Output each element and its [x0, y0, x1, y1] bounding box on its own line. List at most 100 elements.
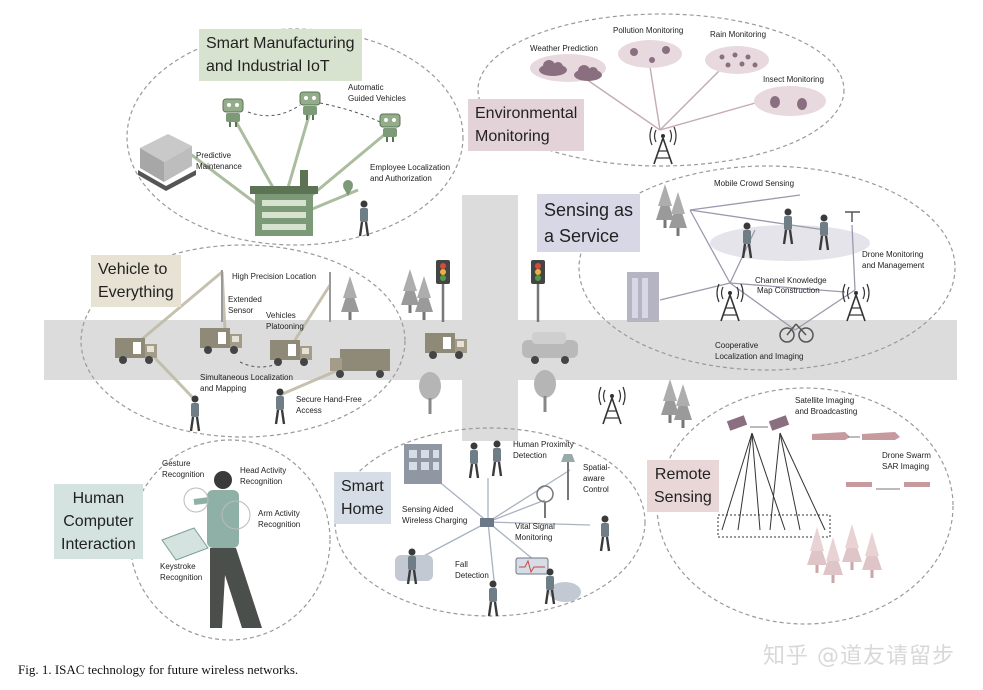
factory-icon — [250, 170, 318, 236]
traffic-light-icon — [436, 260, 450, 322]
charging-label: Sensing Aided — [402, 505, 453, 514]
hci-region — [129, 439, 331, 641]
beanbag-icon — [549, 582, 581, 602]
arrow-icon — [750, 426, 900, 490]
crowd-label: Mobile Crowd Sensing — [714, 179, 794, 188]
drone-label: Drone Monitoring — [862, 250, 923, 259]
tree-icon — [534, 370, 556, 412]
v2x-region — [80, 244, 406, 438]
employee-icon — [358, 199, 370, 238]
watermark: 知乎 @道友请留步 — [763, 644, 955, 669]
figure-caption: Fig. 1. ISAC technology for future wirel… — [18, 662, 299, 677]
charging-label: Wireless Charging — [402, 516, 467, 525]
arm-label: Arm Activity — [258, 509, 300, 518]
sensing-tower-icon — [842, 283, 870, 322]
agv-label: Guided Vehicles — [348, 94, 406, 103]
gesture-label: Recognition — [162, 470, 204, 479]
lamp-icon — [561, 454, 575, 500]
pollution-label: Pollution Monitoring — [613, 26, 683, 35]
sensing-service-title-line: Sensing as — [544, 200, 634, 220]
drone-label: and Management — [862, 261, 925, 270]
hci-title: Human Computer Interaction — [54, 484, 143, 559]
robot-icon — [222, 98, 244, 128]
tree-icon — [419, 372, 441, 414]
environment-title-line: Environmental — [475, 105, 578, 122]
satellite-label: Satellite Imaging — [795, 396, 854, 405]
env-tower-icon — [649, 126, 677, 165]
server-rack-icon — [138, 134, 196, 191]
proximity-label: Detection — [513, 451, 547, 460]
hpl-label: High Precision Location — [232, 272, 316, 281]
keystroke-label: Keystroke — [160, 562, 196, 571]
v2x-title-line: Everything — [98, 284, 174, 301]
hci-title-line: Computer — [63, 513, 134, 530]
fall-label: Fall — [455, 560, 468, 569]
remote-sensing-title-line: Remote — [654, 466, 711, 483]
spatial-label: Spatial- — [583, 463, 610, 472]
agv-label: Automatic — [348, 83, 384, 92]
sensing-service-region — [578, 165, 956, 371]
car-icon — [522, 332, 578, 364]
pink-tree-icon — [823, 537, 843, 583]
satellite-beams — [721, 432, 826, 531]
slam-label: and Mapping — [200, 384, 246, 393]
laptop-icon — [480, 518, 494, 527]
home-links — [419, 469, 591, 591]
manufacturing-title-line: Smart Manufacturing — [206, 35, 355, 52]
pedestrian-icon — [189, 394, 201, 433]
arm-label: Recognition — [258, 520, 300, 529]
manufacturing-title-line: and Industrial IoT — [206, 58, 330, 75]
environment-title-line: Monitoring — [475, 128, 550, 145]
vital-label: Vital Signal — [515, 522, 555, 531]
arm-ring — [221, 500, 251, 530]
remote-sensing-region — [656, 387, 954, 625]
weather-label: Weather Prediction — [530, 44, 598, 53]
platoon-label: Platooning — [266, 322, 304, 331]
pedestrian-icon — [274, 387, 286, 426]
pollution-bubble — [618, 40, 682, 68]
environment-title: Environmental Monitoring — [468, 99, 585, 151]
manufacturing-title: Smart Manufacturing and Industrial IoT — [199, 29, 362, 81]
drone-icon — [845, 211, 860, 222]
bicycle-icon — [779, 323, 814, 343]
maintenance-label: Predictive — [196, 151, 232, 160]
dancing-person-icon — [468, 441, 480, 480]
tree-icon — [415, 276, 433, 320]
pink-tree-icon — [862, 532, 882, 578]
building-icon — [627, 272, 659, 322]
rain-bubble — [705, 46, 769, 74]
rain-label: Rain Monitoring — [710, 30, 766, 39]
swarm-label: Drone Swarm — [882, 451, 931, 460]
tree-icon — [401, 269, 419, 313]
airplane-icon — [812, 432, 900, 440]
drone-icon — [846, 482, 930, 487]
manufacturing-region — [126, 28, 464, 246]
building-icon — [404, 444, 442, 484]
keyboard-icon — [161, 527, 209, 561]
hci-title-line: Interaction — [61, 536, 136, 553]
environment-region — [477, 13, 845, 167]
ext-sensor-label: Sensor — [228, 306, 254, 315]
v2x-title: Vehicle to Everything — [91, 255, 181, 307]
maintenance-label: Maintenance — [196, 162, 242, 171]
insect-bubble — [754, 86, 826, 116]
insect-icon — [770, 96, 807, 110]
vital-label: Monitoring — [515, 533, 552, 542]
cargo-truck-icon — [330, 349, 390, 378]
home-title: Smart Home — [334, 472, 391, 524]
hci-title-line: Human — [72, 490, 125, 507]
vital-monitor-icon — [515, 557, 549, 575]
fall-label: Detection — [455, 571, 489, 580]
pink-tree-icon — [842, 524, 862, 570]
pollution-icon — [630, 46, 670, 63]
fan-icon — [536, 485, 554, 518]
spatial-label: aware — [583, 474, 605, 483]
imaging-footprint — [717, 514, 831, 538]
ckm-label: Map Construction — [757, 286, 820, 295]
road-vertical — [462, 195, 518, 441]
falling-person-icon — [487, 579, 499, 618]
v2x-title-line: Vehicle to — [98, 261, 168, 278]
gesture-label: Gesture — [162, 459, 191, 468]
remote-sensing-title: Remote Sensing — [647, 460, 719, 512]
